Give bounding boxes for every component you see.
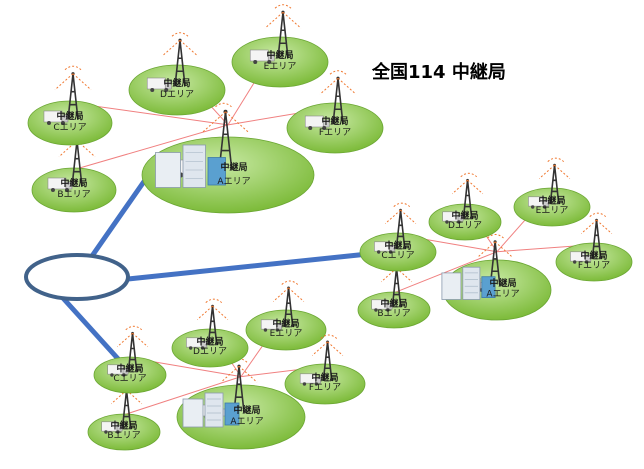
area-label: Eエリア [536, 206, 569, 216]
relay-station-label: 中継局 [220, 161, 247, 173]
relay-link-line [393, 251, 498, 294]
broadcast-van-icon [260, 319, 282, 332]
broadcast-van-icon [146, 77, 172, 92]
area-label: Aエリア [217, 177, 250, 187]
relay-station-label: 中継局 [116, 363, 143, 375]
area-label: Cエリア [381, 251, 414, 261]
broadcast-van-icon [304, 115, 330, 130]
diagram-title: 全国114 中継局 [372, 62, 506, 83]
signal-wave-icon [116, 325, 149, 348]
relay-station-label: 中継局 [233, 404, 260, 416]
station-building-icon [441, 266, 496, 300]
signal-wave-icon [477, 234, 513, 258]
broadcast-van-icon [249, 49, 275, 64]
relay-station-label: 中継局 [384, 240, 411, 252]
signal-wave-icon [538, 157, 571, 180]
broadcast-van-icon [528, 196, 550, 209]
signal-wave-icon [311, 334, 344, 356]
relay-station-label: 中継局 [580, 250, 607, 262]
relay-station-label: 中継局 [163, 77, 190, 89]
broadcast-van-icon [186, 337, 208, 350]
area-label: Eエリア [270, 329, 303, 339]
broadcast-van-icon [442, 211, 464, 224]
signal-wave-icon [161, 32, 199, 57]
area-label: Aエリア [486, 290, 519, 300]
relay-station-label: 中継局 [60, 177, 87, 189]
signal-wave-icon [196, 298, 229, 321]
core-network-ring [24, 253, 130, 301]
relay-link-line [73, 124, 229, 171]
area-label: Fエリア [578, 261, 610, 271]
broadcast-van-icon [101, 421, 123, 434]
relay-station-label: 中継局 [380, 298, 407, 310]
backbone-link [89, 167, 155, 259]
area-label: Dエリア [160, 90, 194, 100]
relay-station-label: 中継局 [321, 115, 348, 127]
area-label: Bエリア [377, 309, 410, 319]
signal-wave-icon [272, 280, 305, 302]
area-a-node: 中継局 Aエリア [141, 102, 315, 214]
area-label: Cエリア [53, 123, 86, 133]
relay-station-label: 中継局 [538, 195, 565, 207]
signal-wave-icon [580, 212, 613, 235]
signal-wave-icon [384, 202, 417, 225]
relay-link-line [123, 376, 242, 416]
relay-networks: 中継局Aエリア中継局Bエリア中継局Cエリア中継局Dエリア中継局Eエリア中継局Fエ… [27, 4, 633, 451]
relay-network-north-west: 中継局Aエリア中継局Bエリア中継局Cエリア中継局Dエリア中継局Eエリア中継局Fエ… [27, 4, 384, 214]
area-label: Dエリア [193, 347, 227, 357]
station-building-icon [155, 144, 226, 188]
relay-station-label: 中継局 [272, 318, 299, 330]
relay-station-label: 中継局 [489, 277, 516, 289]
broadcast-van-icon [47, 177, 73, 192]
broadcast-van-icon [374, 241, 396, 254]
area-label: Fエリア [319, 128, 351, 138]
broadcast-van-icon [107, 364, 129, 377]
backbone-link [125, 251, 371, 282]
relay-network-south: 中継局Aエリア中継局Bエリア中継局Cエリア中継局Dエリア中継局Eエリア中継局Fエ… [87, 280, 366, 451]
area-label: Aエリア [230, 417, 263, 427]
relay-station-label: 中継局 [266, 49, 293, 61]
broadcast-van-icon [570, 251, 592, 264]
broadcast-van-icon [43, 110, 69, 125]
relay-station-label: 中継局 [311, 372, 338, 384]
signal-wave-icon [264, 4, 302, 29]
relay-station-label: 中継局 [110, 420, 137, 432]
signal-wave-icon [54, 65, 92, 91]
broadcast-van-icon [299, 373, 321, 386]
area-label: Bエリア [57, 190, 90, 200]
relay-network-east: 中継局Aエリア中継局Bエリア中継局Cエリア中継局Dエリア中継局Eエリア中継局Fエ… [357, 157, 633, 329]
broadcast-van-icon [371, 299, 393, 312]
station-building-icon [182, 392, 240, 428]
signal-wave-icon [202, 102, 249, 133]
relay-station-label: 中継局 [451, 210, 478, 222]
area-label: Cエリア [113, 374, 146, 384]
signal-wave-icon [451, 172, 484, 195]
area-label: Eエリア [264, 62, 297, 72]
area-label: Bエリア [107, 431, 140, 441]
area-label: Dエリア [448, 221, 482, 231]
area-label: Fエリア [309, 383, 341, 393]
relay-station-label: 中継局 [196, 336, 223, 348]
signal-wave-icon [319, 70, 357, 95]
relay-station-label: 中継局 [56, 110, 83, 122]
